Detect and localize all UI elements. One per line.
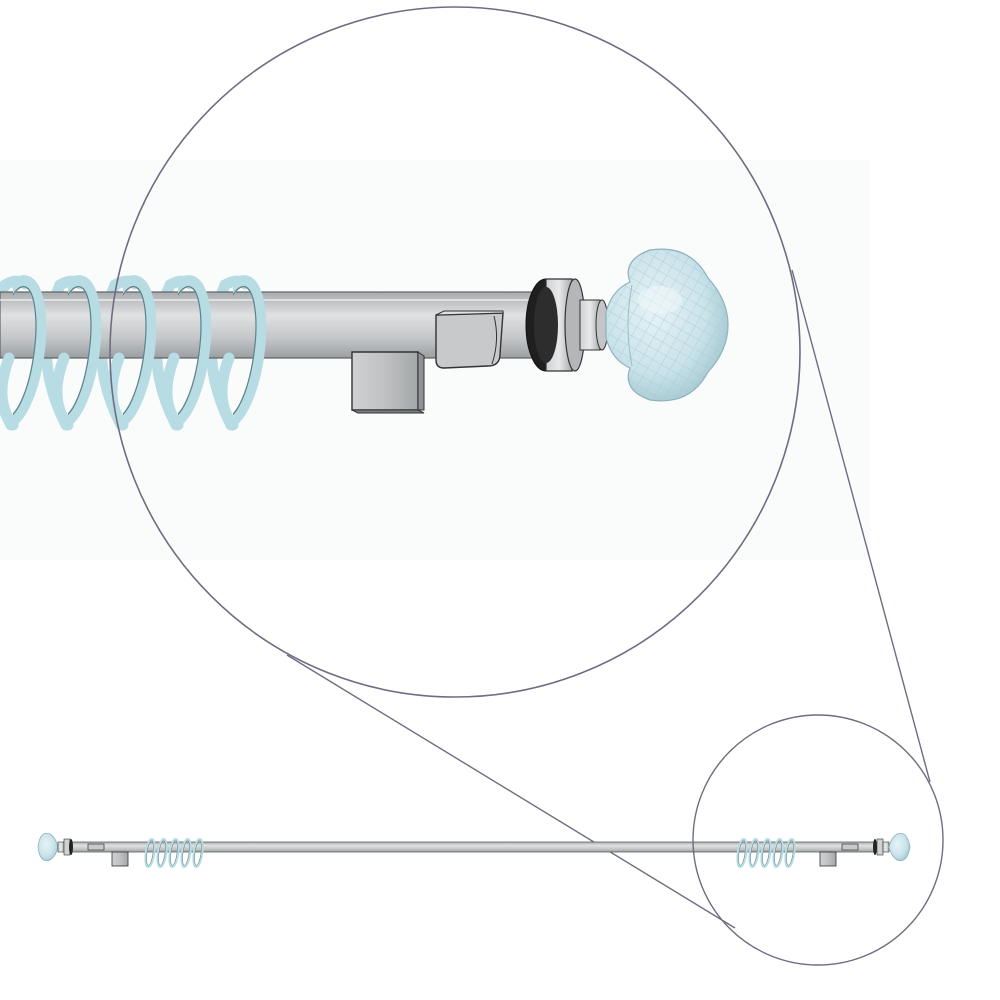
zoom-ring-lower bbox=[51, 352, 74, 431]
overview-ring bbox=[192, 837, 204, 869]
zoom-ring-front bbox=[68, 275, 102, 429]
zoom-ring bbox=[68, 275, 102, 429]
zoom-ring bbox=[13, 275, 47, 429]
zoom-ring-lower bbox=[0, 352, 19, 431]
magnifier-connector-left bbox=[286, 654, 736, 929]
zoom-ring-front bbox=[123, 275, 157, 429]
overview-ring bbox=[784, 837, 796, 869]
overview-rings-right bbox=[736, 837, 796, 869]
overview-ring bbox=[760, 837, 772, 869]
overview-ring bbox=[748, 837, 760, 869]
zoom-ring-lower bbox=[216, 352, 239, 431]
overview-ring-edge bbox=[170, 840, 178, 866]
overview-ring-edge bbox=[774, 840, 782, 866]
overview-ring bbox=[144, 837, 156, 869]
overview-ring-edge bbox=[182, 840, 190, 866]
full-rod-overview bbox=[37, 832, 911, 869]
overview-ring-edge bbox=[762, 840, 770, 866]
overview-ring-edge bbox=[146, 840, 154, 866]
overview-ring-edge bbox=[158, 840, 166, 866]
zoom-ring-edge bbox=[233, 285, 257, 419]
magnifier-circle-large bbox=[109, 6, 801, 698]
zoom-end-collar bbox=[525, 278, 609, 372]
zoom-ring-edge bbox=[178, 285, 202, 419]
zoom-ring-edge bbox=[68, 285, 92, 419]
overview-rings-left bbox=[144, 837, 204, 869]
zoom-ring-edge bbox=[123, 285, 147, 419]
overview-ring-edge bbox=[786, 840, 794, 866]
overview-left-finial bbox=[37, 832, 73, 862]
zoom-ring bbox=[233, 275, 267, 429]
overview-left-bracket bbox=[87, 843, 129, 867]
zoom-ring-edge bbox=[13, 285, 37, 419]
overview-ring bbox=[772, 837, 784, 869]
overview-ring bbox=[736, 837, 748, 869]
overview-ring-edge bbox=[738, 840, 746, 866]
overview-ring bbox=[168, 837, 180, 869]
zoom-ring-front bbox=[13, 275, 47, 429]
magnifier-connector-right bbox=[791, 269, 931, 783]
overview-ring-edge bbox=[750, 840, 758, 866]
zoom-bracket bbox=[351, 310, 504, 414]
zoom-ring-front bbox=[178, 275, 212, 429]
zoom-detail bbox=[0, 248, 729, 431]
zoom-rings-front bbox=[0, 275, 267, 431]
zoom-ring-lower bbox=[161, 352, 184, 431]
background-wall bbox=[0, 160, 870, 560]
zoom-ring-front bbox=[233, 275, 267, 429]
zoom-ring bbox=[178, 275, 212, 429]
overview-right-finial bbox=[873, 832, 911, 862]
magnifier-circle-small bbox=[692, 714, 944, 966]
zoom-ring bbox=[123, 275, 157, 429]
overview-ring bbox=[180, 837, 192, 869]
overview-ring bbox=[156, 837, 168, 869]
overview-right-bracket bbox=[819, 843, 859, 867]
zoom-finial bbox=[605, 248, 729, 402]
overview-ring-edge bbox=[194, 840, 202, 866]
